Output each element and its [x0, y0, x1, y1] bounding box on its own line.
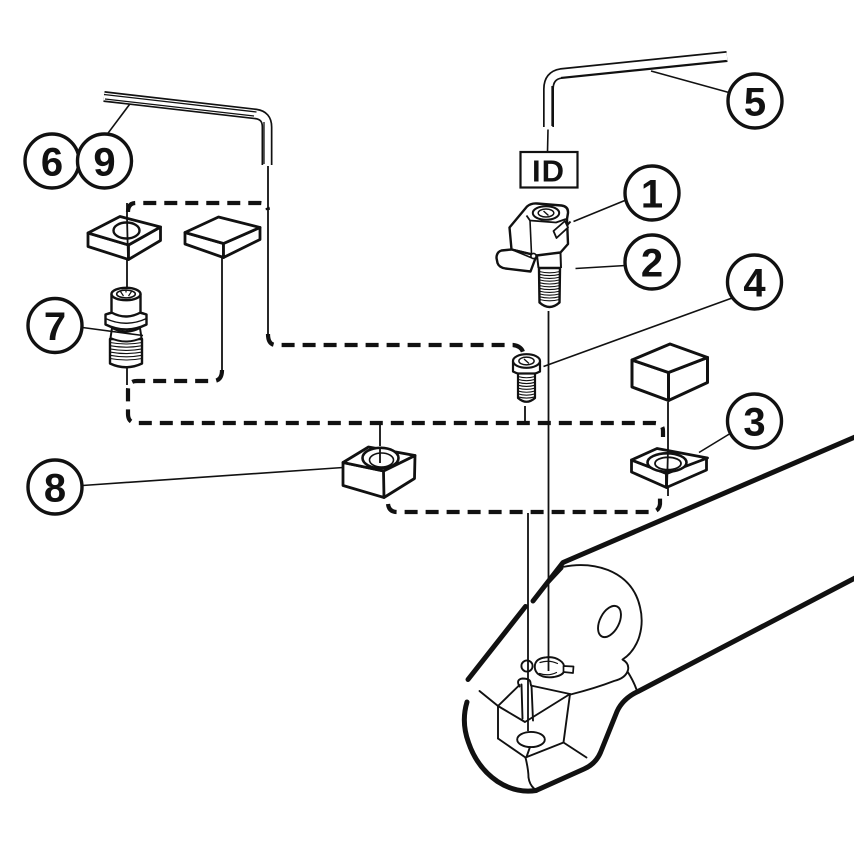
pocket-screw-hole [516, 730, 546, 749]
callout-8-label: 8 [44, 467, 66, 511]
hex-key-right [543, 51, 728, 127]
dashed-path-mid [265, 333, 525, 353]
callout-3: 3 [725, 392, 784, 450]
leader-3 [698, 432, 732, 454]
callout-9: 9 [75, 132, 134, 190]
callout-4-label: 4 [743, 262, 766, 306]
callout-2: 2 [623, 233, 681, 291]
callout-3-label: 3 [743, 401, 765, 445]
leader-9 [106, 104, 131, 135]
idbox-link-line [546, 129, 549, 153]
holder-through-hole [597, 604, 622, 639]
insert-pocket [497, 677, 571, 759]
axis-overlays [126, 216, 669, 488]
callout-8: 8 [26, 458, 84, 516]
leader-4 [543, 296, 734, 368]
leader-5 [650, 70, 733, 95]
clamp-screw [537, 266, 562, 309]
insert-screw [511, 353, 542, 403]
dashed-path-upper-main [125, 369, 666, 437]
leader-8 [82, 466, 344, 487]
holder-bottom-edge [533, 575, 854, 793]
assembly-dashed-lines [125, 200, 666, 515]
callout-4: 4 [725, 253, 784, 311]
callout-9-label: 9 [93, 141, 115, 185]
callout-2-label: 2 [641, 242, 663, 286]
callouts: 6 9 5 1 2 4 3 7 [23, 72, 784, 516]
callout-7-label: 7 [44, 305, 66, 349]
id-label-box: ID [519, 150, 579, 189]
clamp-seat [520, 656, 575, 679]
dashed-path-top-left [125, 200, 271, 213]
holder-head-lobe [561, 564, 643, 696]
lock-pin [104, 286, 148, 369]
shim-right [630, 342, 709, 402]
leader-7 [82, 326, 144, 337]
callout-1-label: 1 [641, 173, 663, 217]
callout-5-label: 5 [744, 81, 766, 125]
dashed-path-lower-main [385, 498, 663, 515]
tool-holder-body [461, 434, 854, 794]
shim-left [183, 215, 262, 259]
callout-6: 6 [23, 132, 81, 190]
holder-head-left-edge [465, 604, 528, 682]
assembly-axis-lines [126, 166, 669, 731]
id-label-text: ID [532, 154, 565, 189]
callout-6-label: 6 [41, 141, 63, 185]
callout-5: 5 [726, 72, 784, 130]
leader-2 [575, 264, 626, 270]
callout-7: 7 [26, 296, 84, 355]
holder-head-bottom-arc [461, 699, 539, 794]
hex-key-left [103, 91, 273, 165]
leader-lines [82, 70, 734, 487]
clamp [495, 202, 572, 273]
callout-1: 1 [623, 164, 681, 222]
leader-1 [573, 199, 627, 223]
